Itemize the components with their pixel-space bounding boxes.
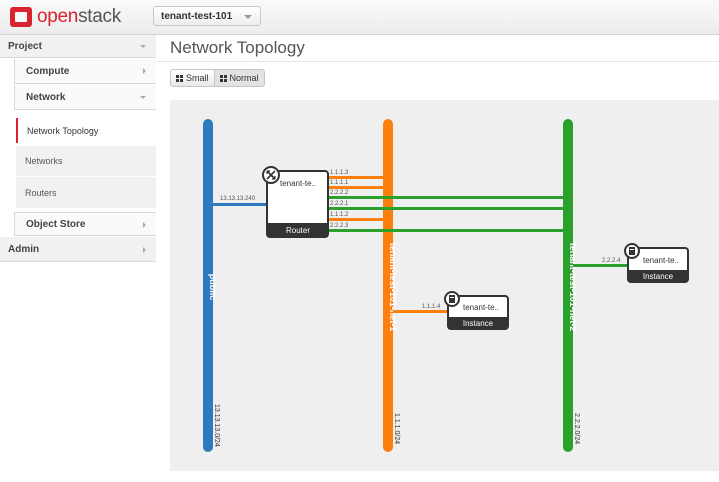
network-bar-public[interactable] xyxy=(203,119,213,452)
link-router-port xyxy=(328,196,568,199)
network-name-public: public xyxy=(208,274,218,301)
project-selector[interactable]: tenant-test-101 xyxy=(153,6,261,26)
instance-caption: Instance xyxy=(643,272,674,281)
link-router-port xyxy=(328,229,568,232)
nav-project[interactable]: Project xyxy=(0,35,156,58)
router-caption-bar xyxy=(267,223,328,237)
grid-icon xyxy=(219,74,227,82)
openstack-logo[interactable]: openstack xyxy=(10,5,121,29)
network-cidr-public: 13.13.13.0/24 xyxy=(213,404,220,447)
nav-network[interactable]: Network xyxy=(14,85,156,110)
nav-object-store[interactable]: Object Store xyxy=(14,212,156,236)
network-cidr-net-1: 1.1.1.0/24 xyxy=(393,413,400,444)
instance-node[interactable]: tenant-te.. Instance xyxy=(444,291,509,330)
router-name: tenant-te.. xyxy=(280,179,316,188)
instance-name: tenant-te.. xyxy=(643,256,679,265)
chevron-down-icon xyxy=(140,96,146,99)
divider xyxy=(157,61,719,62)
grid-icon xyxy=(176,74,183,82)
view-small-label: Small xyxy=(186,73,209,83)
instance-name: tenant-te.. xyxy=(463,303,499,312)
sidebar-item-label: Network Topology xyxy=(27,125,99,136)
topology-canvas: public tenant-test-101-net-1 tenant-test… xyxy=(170,100,719,471)
view-normal-label: Normal xyxy=(229,73,259,83)
link-instance-net-2 xyxy=(573,264,628,267)
instance-ip: 2.2.2.4 xyxy=(602,258,621,264)
instance-caption: Instance xyxy=(463,319,494,328)
sidebar-item-label: Routers xyxy=(25,187,57,198)
sidebar-item-label: Networks xyxy=(25,156,63,166)
link-router-port xyxy=(328,186,388,189)
nav-admin[interactable]: Admin xyxy=(0,237,156,262)
instance-caption-bar xyxy=(628,270,688,282)
network-name-net-2: tenant-test-101-net-2 xyxy=(568,243,578,332)
chevron-right-icon xyxy=(143,68,146,74)
nav-project-label: Project xyxy=(8,40,42,52)
instance-node[interactable]: tenant-te.. Instance xyxy=(624,243,689,283)
router-port-ip: 1.1.1.2 xyxy=(330,212,349,218)
link-router-public xyxy=(213,203,267,206)
link-instance-net-1 xyxy=(393,310,448,313)
view-toggle: Small Normal xyxy=(170,69,265,87)
openstack-logo-icon xyxy=(10,7,32,27)
link-router-port xyxy=(328,207,568,210)
server-icon xyxy=(444,291,460,307)
sidebar: Project Compute Network Network Topology… xyxy=(0,35,157,265)
sidebar-item-routers[interactable]: Routers xyxy=(16,177,156,208)
logo-text: openstack xyxy=(37,6,121,27)
router-node[interactable]: tenant-te.. Router xyxy=(262,166,329,238)
router-port-ip: 2.2.2.1 xyxy=(330,201,349,207)
router-caption: Router xyxy=(286,226,310,235)
router-icon xyxy=(262,166,280,184)
chevron-down-icon xyxy=(140,45,146,48)
link-router-port xyxy=(328,218,388,221)
chevron-down-icon xyxy=(244,15,252,19)
instance-ip: 1.1.1.4 xyxy=(422,304,441,310)
chevron-right-icon xyxy=(143,222,146,228)
sidebar-item-networks[interactable]: Networks xyxy=(16,146,156,176)
router-port-ip: 2.2.2.3 xyxy=(330,223,349,229)
chevron-right-icon xyxy=(143,247,146,253)
topology-svg: public tenant-test-101-net-1 tenant-test… xyxy=(203,119,689,452)
server-icon xyxy=(624,243,640,259)
router-port-ip: 1.1.1.1 xyxy=(330,180,349,186)
view-small-button[interactable]: Small xyxy=(170,69,215,87)
network-cidr-net-2: 2.2.2.0/24 xyxy=(573,413,580,444)
top-header: openstack tenant-test-101 xyxy=(0,0,719,35)
link-router-port xyxy=(328,176,388,179)
router-port-ip: 2.2.2.2 xyxy=(330,190,349,196)
page-title: Network Topology xyxy=(170,38,305,57)
router-port-ip: 1.1.1.3 xyxy=(330,170,349,176)
nav-admin-label: Admin xyxy=(8,243,40,255)
instance-caption-bar xyxy=(448,317,508,329)
network-name-net-1: tenant-test-101-net-1 xyxy=(388,243,398,332)
view-normal-button[interactable]: Normal xyxy=(214,69,265,87)
router-gateway-ip: 13.13.13.240 xyxy=(220,196,256,202)
nav-network-label: Network xyxy=(26,91,66,103)
sidebar-item-network-topology[interactable]: Network Topology xyxy=(16,118,157,143)
network-bar-net-2[interactable] xyxy=(563,119,573,452)
nav-object-store-label: Object Store xyxy=(26,218,86,230)
nav-compute-label: Compute xyxy=(26,65,70,77)
network-bar-net-1[interactable] xyxy=(383,119,393,452)
nav-compute[interactable]: Compute xyxy=(14,59,156,84)
project-selector-label: tenant-test-101 xyxy=(161,10,233,22)
